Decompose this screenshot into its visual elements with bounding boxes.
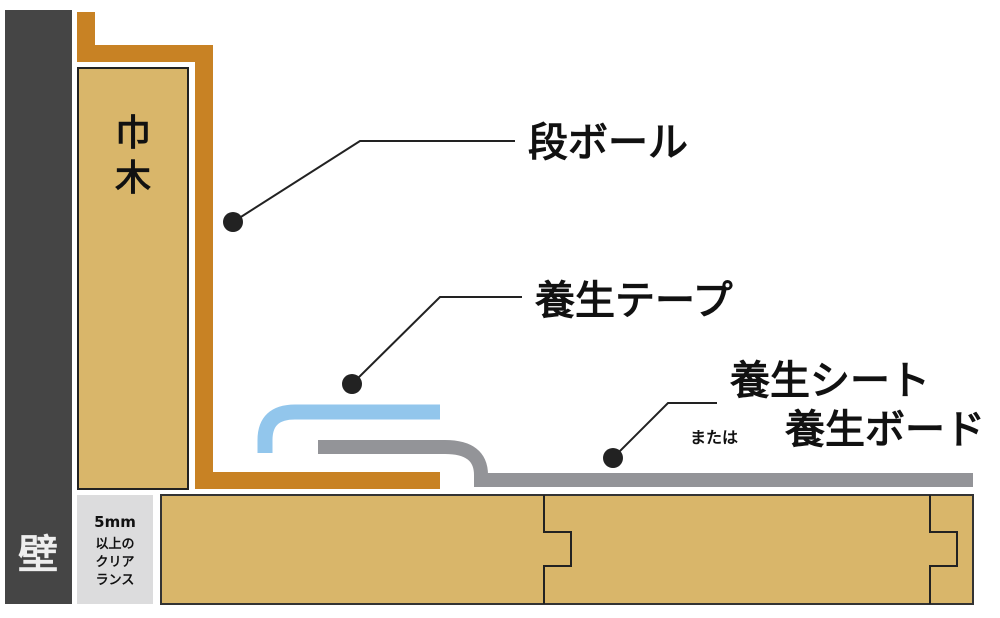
clearance-label-4: ランス — [96, 573, 135, 588]
floor-joint — [543, 495, 572, 604]
wall — [5, 10, 72, 604]
leader-tape — [342, 296, 522, 394]
clearance-label-3: クリア — [95, 555, 134, 570]
floor-joint — [929, 495, 958, 604]
baseboard-label-2: 木 — [115, 158, 151, 199]
curing-tape — [257, 404, 440, 453]
wall-label: 壁 — [18, 532, 58, 578]
sheet-label: 養生シート — [729, 358, 930, 404]
cardboard-label: 段ボール — [528, 120, 688, 166]
curing-sheet — [318, 440, 973, 487]
or-label: または — [690, 428, 738, 447]
baseboard — [77, 67, 189, 490]
cardboard — [77, 12, 440, 489]
clearance-label-2: 以上の — [95, 537, 134, 552]
floor — [160, 494, 974, 605]
leader-cardboard — [223, 140, 515, 232]
tape-label: 養生テープ — [534, 278, 733, 324]
clearance-label-1: 5mm — [94, 513, 136, 531]
leader-sheet — [603, 402, 717, 468]
board-label: 養生ボード — [784, 407, 985, 453]
clearance-box — [77, 495, 153, 604]
baseboard-label-1: 巾 — [115, 113, 151, 154]
